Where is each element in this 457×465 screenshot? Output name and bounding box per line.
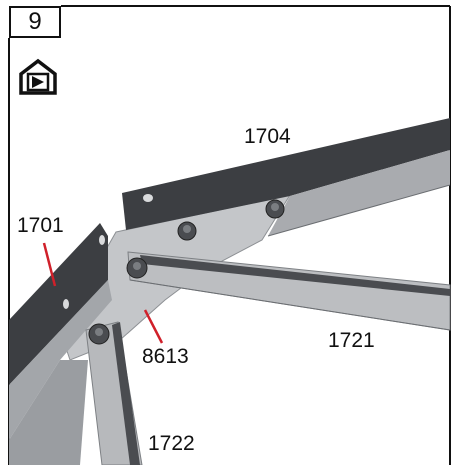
profile-holes — [63, 194, 153, 309]
step-number: 9 — [28, 8, 42, 35]
profile-1722-channel — [112, 322, 140, 465]
part-label-1704: 1704 — [244, 125, 291, 148]
greenhouse-door-icon — [19, 58, 57, 95]
profile-1704 — [122, 118, 450, 230]
part-label-1701: 1701 — [17, 214, 64, 237]
callout-line-1701 — [42, 242, 57, 287]
part-label-1722: 1722 — [148, 432, 195, 455]
profile-1721-channel — [140, 255, 450, 296]
profile-1701 — [9, 223, 108, 385]
part-label-8613: 8613 — [142, 345, 189, 368]
profile-1701-flange — [9, 280, 112, 440]
lower-panel — [9, 360, 88, 465]
callout-line-8613 — [143, 309, 164, 344]
part-label-1721: 1721 — [328, 329, 375, 352]
profile-1704-flange — [268, 150, 450, 236]
step-number-box: 9 — [9, 6, 61, 38]
callout-lines — [42, 242, 164, 344]
